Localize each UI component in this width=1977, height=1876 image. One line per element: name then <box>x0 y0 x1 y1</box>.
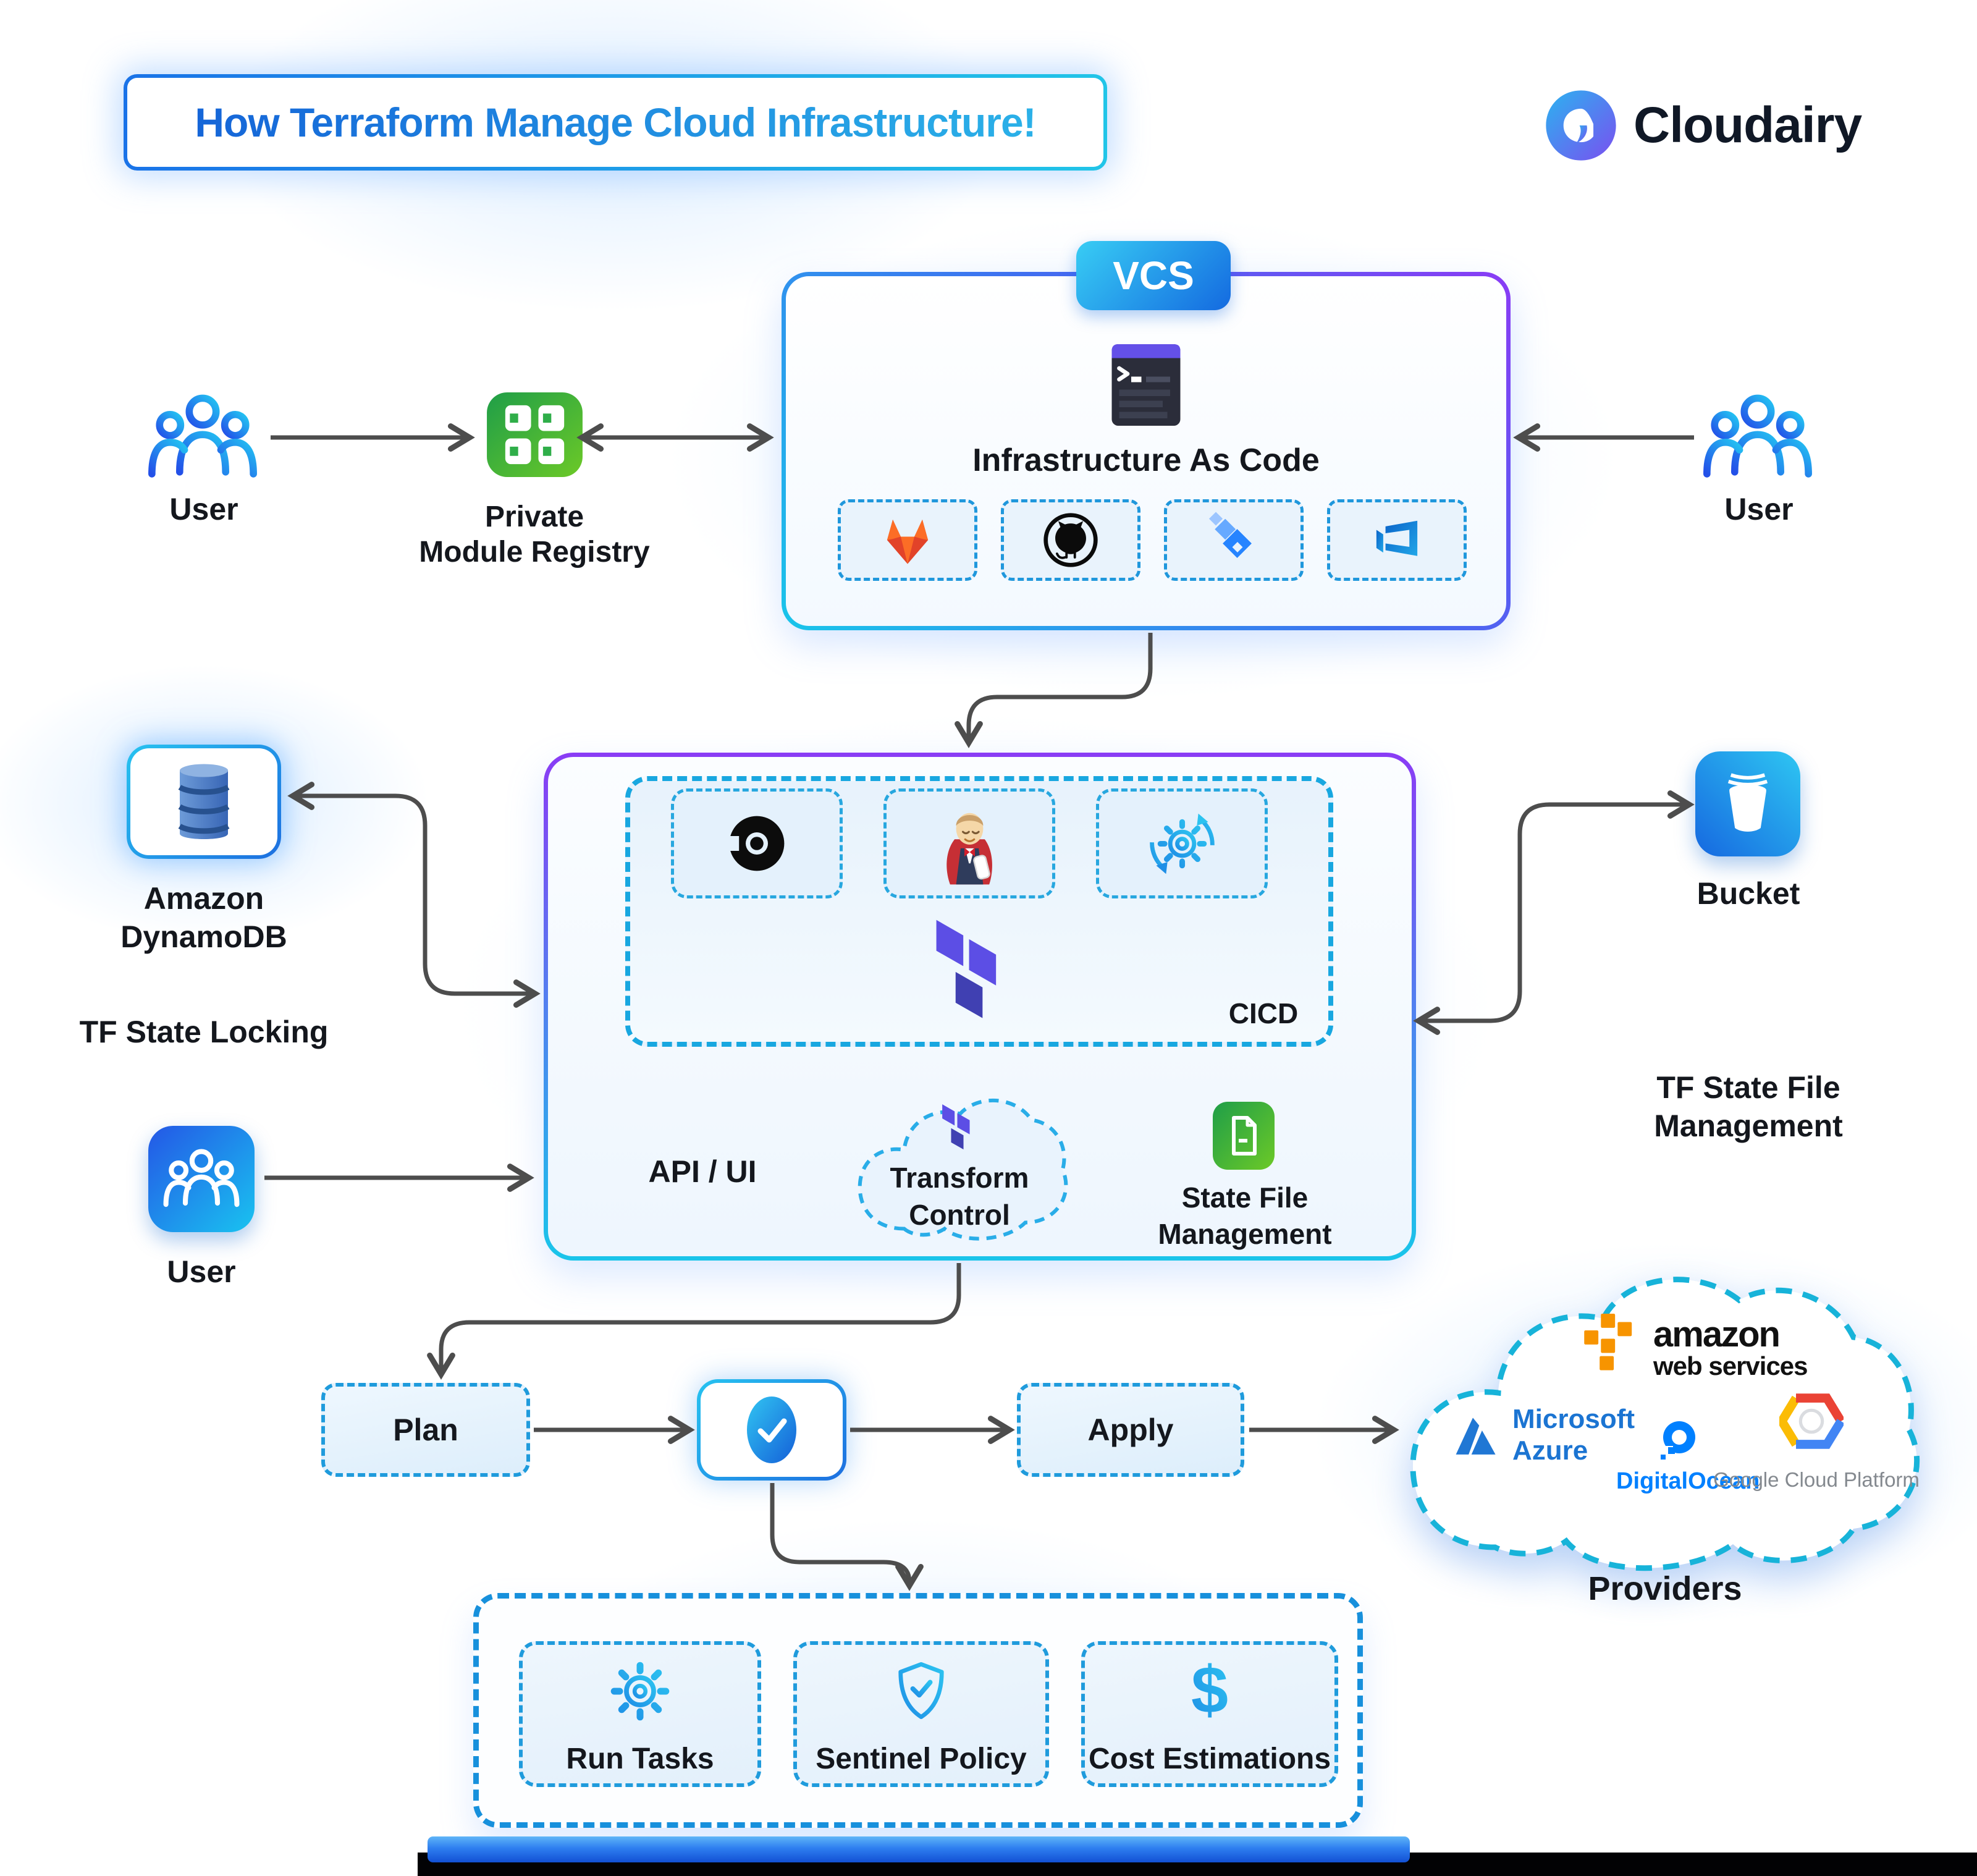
vcs-tool-azure-devops <box>1327 499 1467 581</box>
cicd-label: CICD <box>1228 997 1299 1029</box>
svg-text:$: $ <box>1191 1655 1228 1727</box>
apply-label: Apply <box>1087 1413 1174 1447</box>
jenkins-icon <box>931 800 1008 887</box>
dynamodb-box <box>127 745 281 859</box>
providers-cloud <box>1393 1265 1924 1594</box>
azure-devops-icon <box>1368 512 1425 568</box>
vcs-heading: Infrastructure As Code <box>972 442 1320 479</box>
cost-estimations-node: $ Cost Estimations <box>1081 1641 1338 1787</box>
transform-control-label: Transform Control <box>890 1162 1029 1231</box>
title-box: How Terraform Manage Cloud Infrastructur… <box>124 74 1107 171</box>
shield-check-icon <box>889 1657 953 1725</box>
registry-label: Private Module Registry <box>419 501 650 568</box>
arrow-core-to-dynamodb <box>287 782 541 1008</box>
jira-icon <box>1205 512 1262 568</box>
transform-control-cloud <box>845 1089 1075 1251</box>
aws-cubes-icon <box>1580 1314 1645 1378</box>
bucket-tile <box>1695 751 1800 856</box>
ci-circleci <box>671 788 843 898</box>
gcp-icon <box>1779 1392 1844 1451</box>
gcp-label: Google Cloud Platform <box>1713 1468 1920 1491</box>
vcs-tool-gitlab <box>838 499 977 581</box>
private-module-registry <box>487 392 583 477</box>
arrow-vcs-to-core <box>955 633 1153 748</box>
users-icon <box>161 1145 242 1213</box>
apply-node: Apply <box>1017 1383 1244 1477</box>
user-top-left-label: User <box>169 491 238 526</box>
terminal-icon <box>1100 339 1192 431</box>
dynamodb-label: Amazon DynamoDB <box>120 881 287 955</box>
sentinel-policy-node: Sentinel Policy <box>793 1641 1049 1787</box>
azure-logo: Microsoft Azure <box>1453 1404 1635 1466</box>
providers-caption: Providers <box>1588 1570 1742 1608</box>
terraform-icon-small <box>938 1101 980 1153</box>
dynamodb-icon <box>158 756 250 848</box>
page-title: How Terraform Manage Cloud Infrastructur… <box>195 99 1036 145</box>
vcs-tool-github <box>1001 499 1140 581</box>
arrow-core-to-bucket <box>1413 790 1695 1035</box>
digitalocean-icon <box>1616 1419 1740 1466</box>
state-file-label: State File Management <box>1158 1181 1332 1250</box>
vcs-tab: VCS <box>1076 241 1231 310</box>
user-group-top-left <box>145 389 260 486</box>
users-icon <box>1700 389 1815 486</box>
user-group-top-right <box>1700 389 1815 486</box>
plan-node: Plan <box>321 1383 530 1477</box>
brand-logo: Cloudairy <box>1545 85 1862 166</box>
digitalocean-logo: DigitalOcean <box>1616 1419 1760 1495</box>
azure-icon <box>1453 1411 1503 1460</box>
bucket-label: Bucket <box>1697 876 1800 911</box>
ci-jenkins <box>883 788 1055 898</box>
api-ui-label: API / UI <box>648 1154 757 1189</box>
user-bottom-label: User <box>167 1254 236 1289</box>
sync-gear-icon <box>1144 805 1221 882</box>
bucket-icon <box>1708 764 1788 844</box>
tf-state-locking-label: TF State Locking <box>79 1014 329 1049</box>
state-file-icon <box>1213 1101 1275 1170</box>
user-bottom-tile <box>148 1126 255 1232</box>
module-registry-icon <box>487 392 583 477</box>
arrow-core-to-plan <box>427 1263 961 1380</box>
user-top-right-label: User <box>1724 491 1794 526</box>
circleci-icon <box>720 806 794 881</box>
gear-icon <box>606 1657 674 1725</box>
aws-wordmark: amazon <box>1653 1314 1781 1354</box>
vcs-tab-label: VCS <box>1113 253 1194 298</box>
aws-logo: amazon web services <box>1580 1314 1808 1381</box>
gitlab-icon <box>879 513 936 567</box>
brand-name: Cloudairy <box>1633 97 1862 153</box>
bottom-blue-strip <box>428 1836 1410 1862</box>
terraform-icon <box>927 913 1018 1026</box>
run-tasks-node: Run Tasks <box>519 1641 761 1787</box>
vcs-tool-jira <box>1164 499 1304 581</box>
ci-automation <box>1096 788 1268 898</box>
approve-node <box>697 1379 846 1481</box>
check-icon <box>741 1391 803 1469</box>
cloudairy-ring-icon <box>1545 89 1617 162</box>
tf-state-file-label: TF State File Management <box>1654 1070 1843 1144</box>
dollar-icon: $ <box>1176 1655 1244 1727</box>
github-icon <box>1041 510 1100 570</box>
plan-label: Plan <box>393 1413 458 1447</box>
arrow-approve-to-governance <box>770 1483 924 1591</box>
users-icon <box>145 389 260 486</box>
